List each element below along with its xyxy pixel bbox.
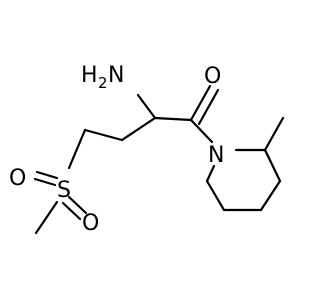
- ring-nitrogen-label: N: [208, 143, 224, 168]
- sulfonyl-oxygen-lower-label: O: [82, 211, 99, 236]
- amine-subscript-label: 2: [98, 74, 108, 92]
- bond-ch2-ch2: [83, 128, 124, 142]
- bond-calpha-amine: [136, 93, 157, 120]
- bond-calpha-carbonyl: [153, 116, 193, 122]
- molecule-canvas: H 2 N O N S O O: [9, 63, 285, 236]
- bond-s-methyl: [34, 200, 59, 235]
- sulfonyl-oxygen-upper-label: O: [9, 166, 26, 191]
- ring-bond-c3-c4: [259, 179, 282, 212]
- bond-ch2-calpha: [120, 116, 157, 142]
- ring-bond-c5-c6: [205, 179, 226, 212]
- bond-carbonyl-o-2: [197, 88, 220, 126]
- bond-c2-methyl: [263, 116, 285, 152]
- ring-bond-c2-c3: [263, 148, 282, 183]
- amine-n-label: N: [108, 63, 124, 88]
- bond-s-o-upper-1: [35, 170, 59, 180]
- ring-bond-c6-n: [205, 164, 216, 183]
- bond-s-o-lower-2: [61, 201, 82, 221]
- bond-s-o-lower-1: [67, 195, 88, 215]
- bond-ch2-s: [67, 128, 87, 170]
- bond-carbonyl-o-1: [189, 84, 212, 122]
- bond-carbonyl-n: [189, 118, 214, 144]
- carbonyl-oxygen-label: O: [204, 64, 221, 89]
- bond-s-o-upper-2: [33, 177, 57, 187]
- sulfur-label: S: [57, 178, 71, 203]
- structure-diagram: H 2 N O N S O O: [9, 63, 285, 236]
- amine-h-label: H: [81, 63, 98, 88]
